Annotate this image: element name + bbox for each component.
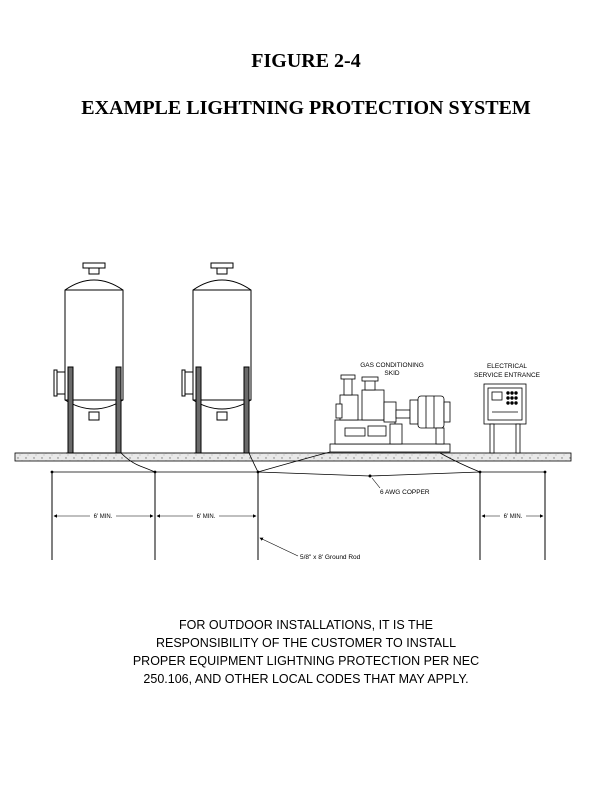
copper-label: 6 AWG COPPER: [380, 489, 430, 496]
gas-skid-label-line1: GAS CONDITIONING: [360, 362, 424, 369]
ground-rod-label: 5/8" x 8' Ground Rod: [300, 554, 361, 561]
dimension-label-3: 6' MIN.: [504, 514, 523, 520]
vessel-tank-1: [53, 262, 124, 454]
electrical-label-line1: ELECTRICAL: [487, 363, 527, 370]
copper-ground-conductor: [52, 471, 545, 477]
ground-rod-leader: [259, 537, 299, 557]
ground-rods: [51, 472, 546, 560]
bonding-conductors: [120, 451, 481, 473]
figure-number: FIGURE 2-4: [251, 50, 361, 72]
electrical-label-line2: SERVICE ENTRANCE: [474, 372, 541, 379]
figure-title: EXAMPLE LIGHTNING PROTECTION SYSTEM: [81, 97, 531, 119]
dimension-label-2: 6' MIN.: [197, 514, 216, 520]
copper-leader: [371, 477, 381, 489]
note-line-3: PROPER EQUIPMENT LIGHTNING PROTECTION PE…: [132, 654, 480, 668]
copper-splice: [368, 474, 372, 478]
rod-connection-dots: [50, 470, 547, 474]
electrical-service-entrance: [483, 383, 527, 454]
installation-note: FOR OUTDOOR INSTALLATIONS, IT IS THE RES…: [0, 616, 612, 688]
note-line-2: RESPONSIBILITY OF THE CUSTOMER TO INSTAL…: [155, 636, 457, 650]
gas-skid-label-line2: SKID: [384, 370, 399, 377]
vessel-tank-2: [181, 262, 252, 454]
ground-slab: [14, 452, 572, 462]
gas-conditioning-skid: [329, 374, 451, 453]
note-line-1: FOR OUTDOOR INSTALLATIONS, IT IS THE: [179, 618, 433, 632]
note-line-4: 250.106, AND OTHER LOCAL CODES THAT MAY …: [143, 672, 469, 686]
dimension-label-1: 6' MIN.: [94, 514, 113, 520]
